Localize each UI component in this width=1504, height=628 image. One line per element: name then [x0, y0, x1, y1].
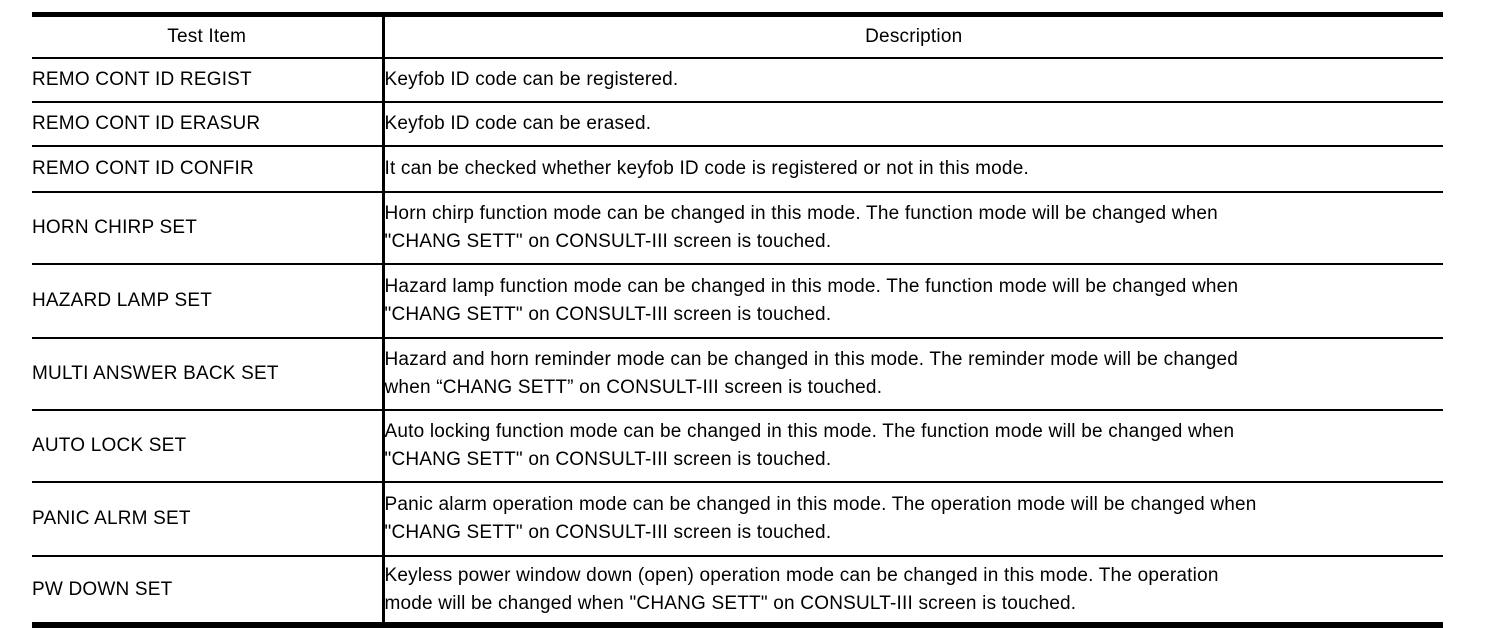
table-row: REMO CONT ID CONFIR It can be checked wh…	[32, 146, 1443, 193]
description-cell: Auto locking function mode can be change…	[383, 410, 1443, 483]
test-items-table: Test Item Description REMO CONT ID REGIS…	[32, 12, 1443, 628]
test-item-cell: AUTO LOCK SET	[32, 410, 385, 483]
header-cell-description: Description	[383, 14, 1443, 59]
table-row: AUTO LOCK SET Auto locking function mode…	[32, 410, 1443, 483]
description-cell: Keyfob ID code can be registered.	[383, 58, 1443, 103]
table-row: REMO CONT ID REGIST Keyfob ID code can b…	[32, 58, 1443, 103]
header-cell-test-item: Test Item	[32, 14, 385, 59]
description-cell: Horn chirp function mode can be changed …	[383, 192, 1443, 265]
table-row: HAZARD LAMP SET Hazard lamp function mod…	[32, 264, 1443, 339]
test-item-cell: HAZARD LAMP SET	[32, 264, 385, 339]
description-cell: It can be checked whether keyfob ID code…	[383, 146, 1443, 193]
test-item-cell: PANIC ALRM SET	[32, 482, 385, 557]
test-item-cell: MULTI ANSWER BACK SET	[32, 338, 385, 411]
description-cell: Keyfob ID code can be erased.	[383, 102, 1443, 147]
description-cell: Hazard and horn reminder mode can be cha…	[383, 338, 1443, 411]
description-cell: Keyless power window down (open) operati…	[383, 556, 1443, 626]
table-row: HORN CHIRP SET Horn chirp function mode …	[32, 192, 1443, 265]
test-item-cell: HORN CHIRP SET	[32, 192, 385, 265]
test-item-cell: PW DOWN SET	[32, 556, 385, 626]
description-cell: Hazard lamp function mode can be changed…	[383, 264, 1443, 339]
table-row: MULTI ANSWER BACK SET Hazard and horn re…	[32, 338, 1443, 411]
table-row: REMO CONT ID ERASUR Keyfob ID code can b…	[32, 102, 1443, 147]
test-item-cell: REMO CONT ID REGIST	[32, 58, 385, 103]
table-row: PANIC ALRM SET Panic alarm operation mod…	[32, 482, 1443, 557]
table-row: PW DOWN SET Keyless power window down (o…	[32, 556, 1443, 626]
test-item-cell: REMO CONT ID CONFIR	[32, 146, 385, 193]
table-header-row: Test Item Description	[32, 14, 1443, 59]
test-item-cell: REMO CONT ID ERASUR	[32, 102, 385, 147]
description-cell: Panic alarm operation mode can be change…	[383, 482, 1443, 557]
